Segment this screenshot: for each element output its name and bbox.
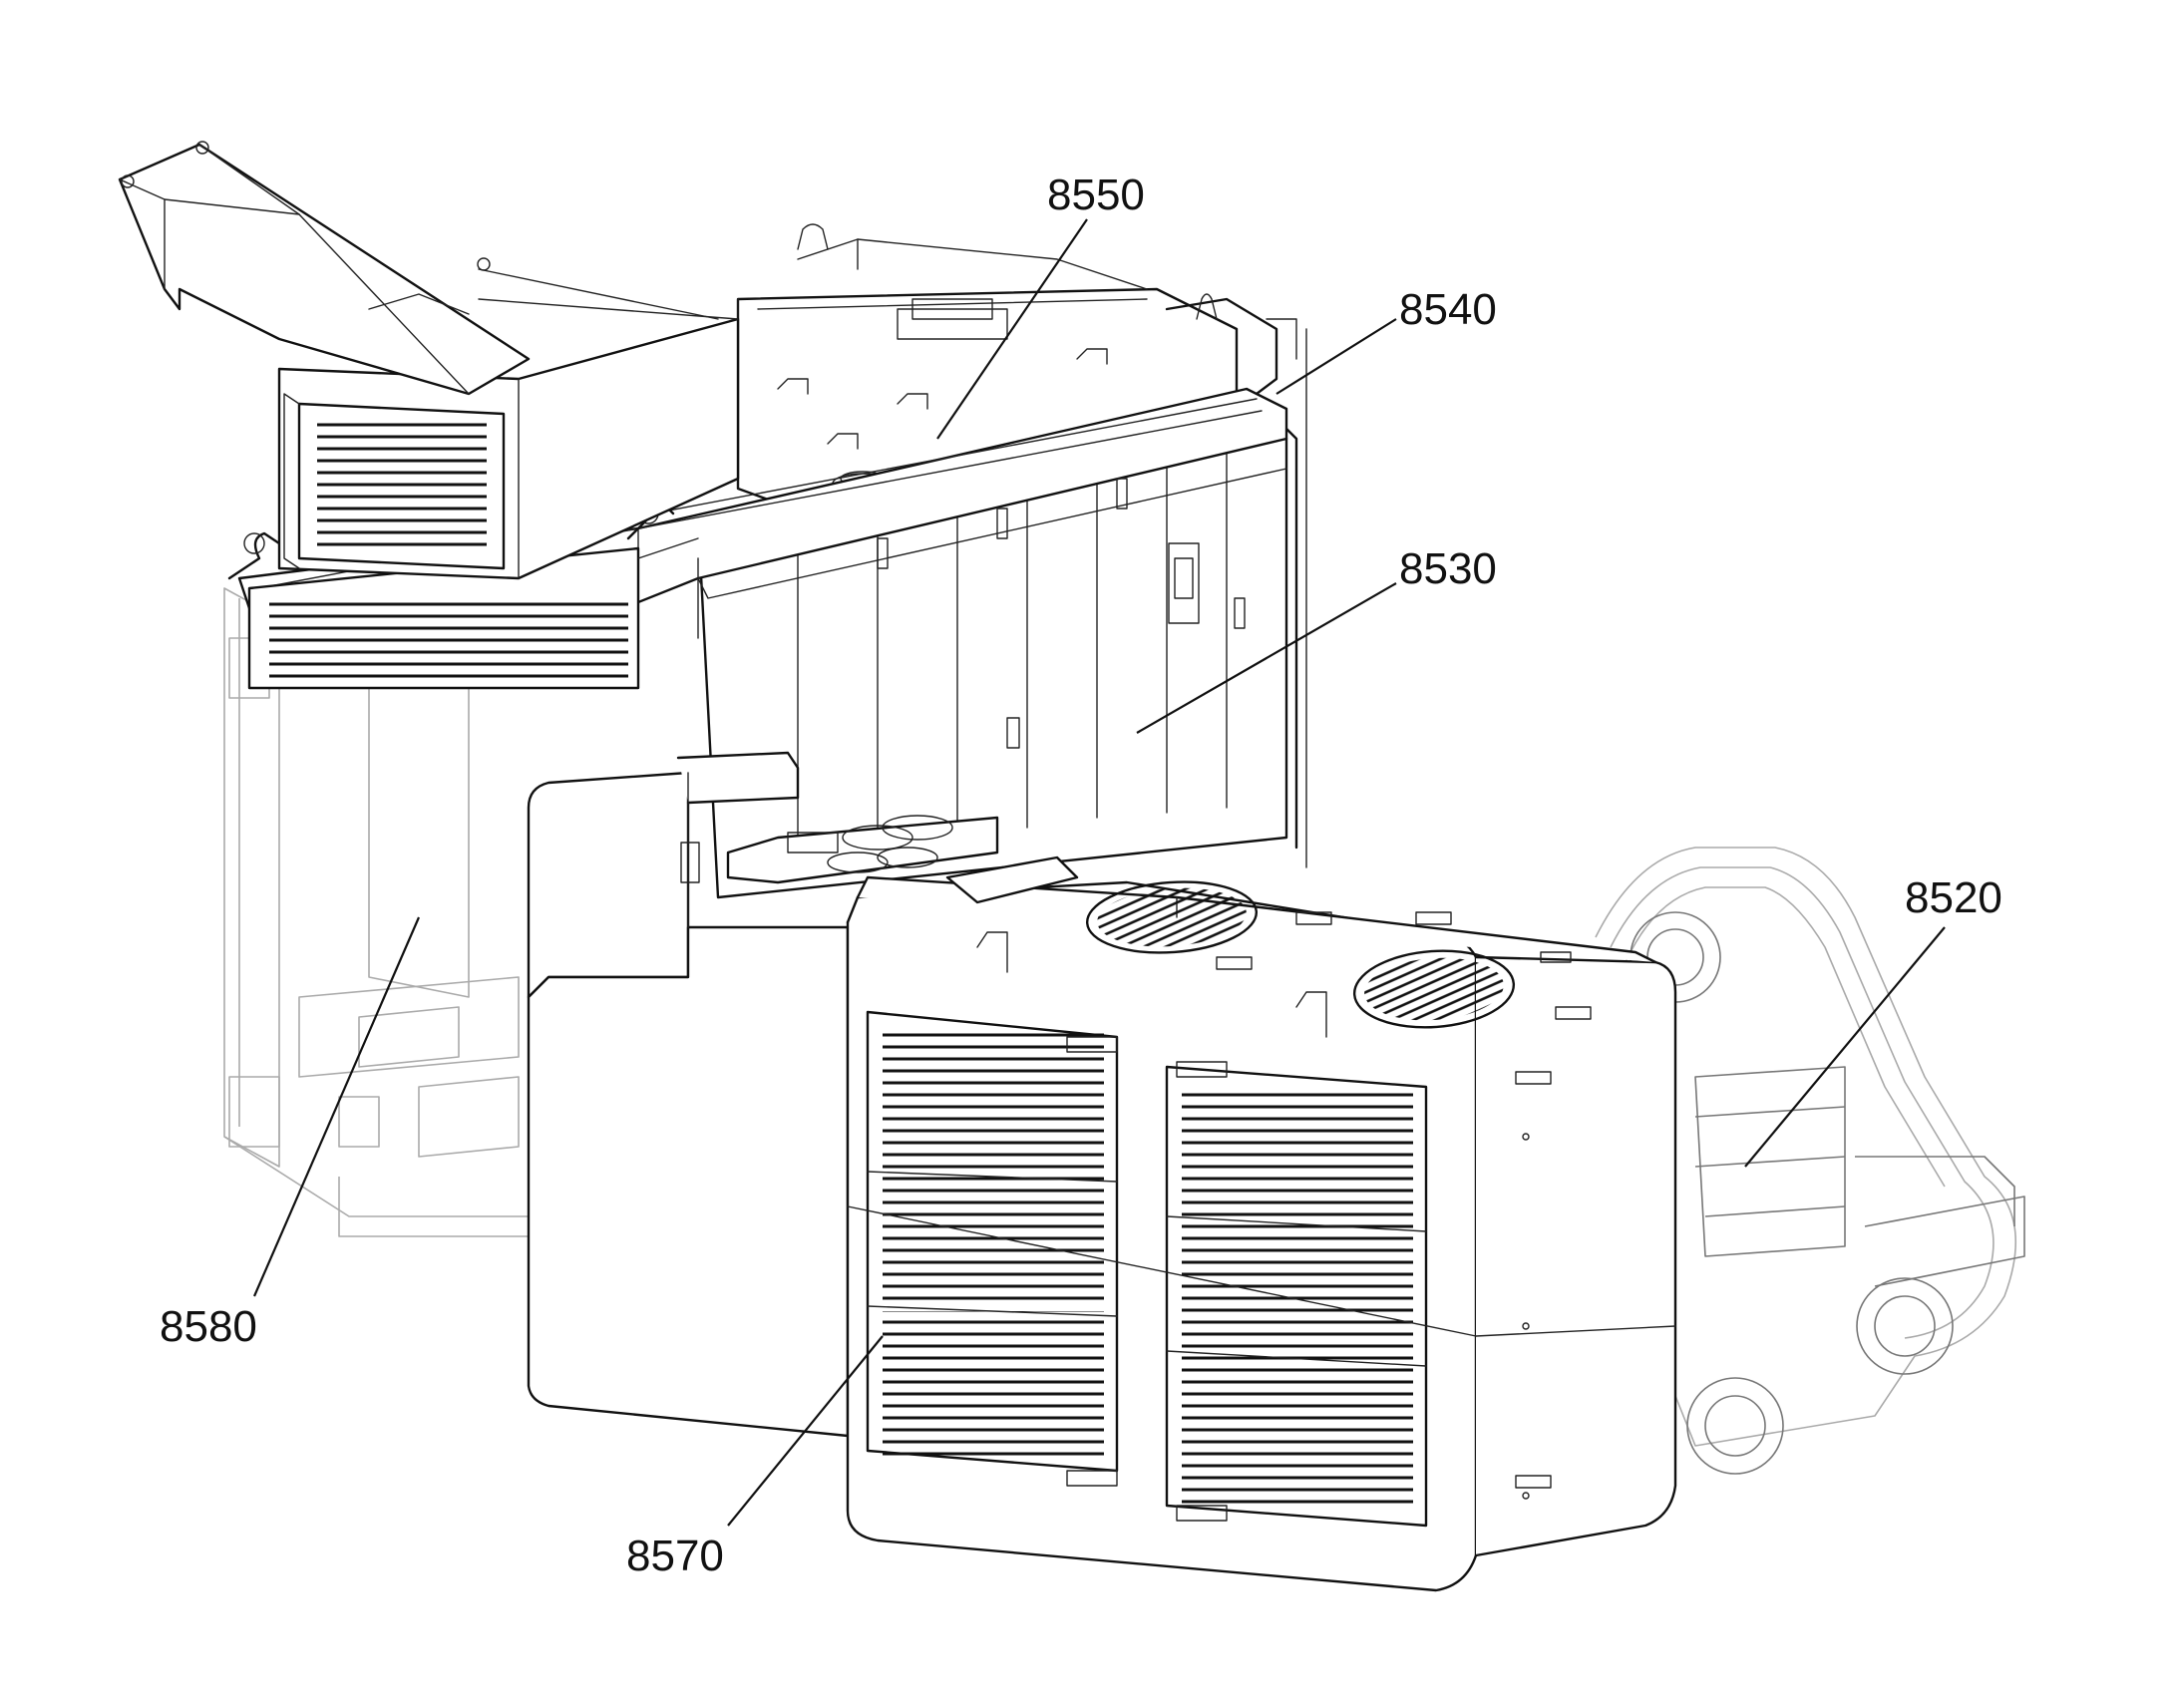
label-8550: 8550 xyxy=(1047,171,1145,219)
cabinet-row xyxy=(696,328,1307,899)
leader-8530 xyxy=(1136,582,1397,734)
leader-8550 xyxy=(936,218,1088,440)
upper-air-unit xyxy=(277,298,740,580)
top-duct xyxy=(118,141,719,396)
rear-yoke-frame xyxy=(1595,847,2025,1475)
front-housing xyxy=(527,751,1677,1592)
leader-8540 xyxy=(1275,318,1397,395)
label-8520: 8520 xyxy=(1905,873,2002,922)
label-8580: 8580 xyxy=(160,1302,257,1351)
leader-8520 xyxy=(1744,926,1946,1168)
label-8530: 8530 xyxy=(1399,544,1497,593)
leader-8580 xyxy=(252,916,421,1297)
leader-8570 xyxy=(727,1335,884,1527)
callouts: 8550 8540 8530 8520 8580 8570 xyxy=(160,171,2002,1580)
label-8570: 8570 xyxy=(626,1532,724,1580)
label-8540: 8540 xyxy=(1399,285,1497,334)
